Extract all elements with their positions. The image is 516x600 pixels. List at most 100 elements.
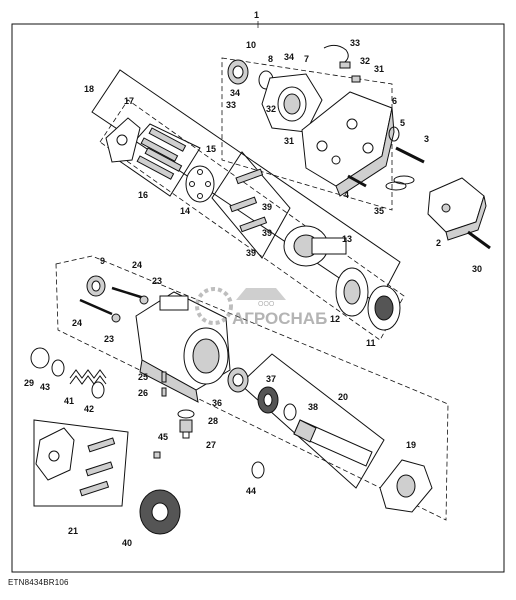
callout-23a: 23 xyxy=(152,276,162,286)
watermark-prefix: ООО xyxy=(258,301,275,308)
callout-18: 18 xyxy=(84,84,94,94)
diagram-code: ETN8434BR106 xyxy=(8,578,69,587)
part-links-39 xyxy=(229,168,268,233)
callout-16: 16 xyxy=(138,190,148,200)
part-spring-41 xyxy=(69,369,107,385)
callout-32a: 32 xyxy=(360,56,370,66)
callout-34a: 34 xyxy=(284,52,294,62)
part-plate-12 xyxy=(335,267,369,317)
callout-32b: 32 xyxy=(266,104,276,114)
part-nut-23a xyxy=(139,295,149,305)
part-pistons-16 xyxy=(136,127,187,180)
callout-11: 11 xyxy=(366,338,376,348)
callout-33a: 33 xyxy=(350,38,360,48)
part-pin-45 xyxy=(153,451,161,459)
callout-10: 10 xyxy=(246,40,256,50)
callout-37: 37 xyxy=(266,374,276,384)
part-cover-19 xyxy=(379,459,433,513)
callout-24b: 24 xyxy=(72,318,82,328)
callout-20: 20 xyxy=(338,392,348,402)
part-bolt-3 xyxy=(395,146,425,164)
part-plate-15 xyxy=(185,165,215,203)
callout-26: 26 xyxy=(138,388,148,398)
part-bearing-36 xyxy=(227,367,249,393)
dash-group-lower xyxy=(55,255,449,521)
part-plate-11 xyxy=(367,285,401,331)
part-nut-23b xyxy=(111,313,121,323)
group-21-box xyxy=(33,419,129,507)
callout-40: 40 xyxy=(122,538,132,548)
dash-group-top xyxy=(221,57,393,211)
callout-15: 15 xyxy=(206,144,216,154)
part-seal-28 xyxy=(177,409,195,419)
callout-2: 2 xyxy=(436,238,441,248)
callout-30: 30 xyxy=(472,264,482,274)
part-bearing-10 xyxy=(227,59,249,85)
part-bolt-30 xyxy=(467,230,491,250)
watermark-logo: ООО АГРОСНАБ xyxy=(195,287,327,328)
part-bolt-24b xyxy=(79,298,113,316)
callout-31b: 31 xyxy=(284,136,294,146)
group-18-inner xyxy=(99,99,405,341)
part-oring-5 xyxy=(388,126,400,142)
part-cover-7 xyxy=(261,73,323,133)
group-14-box xyxy=(211,151,291,259)
callout-23b: 23 xyxy=(104,334,114,344)
callout-24a: 24 xyxy=(132,260,142,270)
part-seals-35 xyxy=(385,175,415,191)
callout-39a: 39 xyxy=(262,202,272,212)
callout-35: 35 xyxy=(374,206,384,216)
callout-21: 21 xyxy=(68,526,78,536)
group-16-box xyxy=(117,123,201,197)
callout-7: 7 xyxy=(304,54,309,64)
part-washer-29 xyxy=(30,347,50,369)
callout-6: 6 xyxy=(392,96,397,106)
part-rotor-13 xyxy=(283,225,347,267)
callout-14: 14 xyxy=(180,206,190,216)
callout-3: 3 xyxy=(424,134,429,144)
callout-9: 9 xyxy=(100,256,105,266)
callout-12: 12 xyxy=(330,314,340,324)
callout-27: 27 xyxy=(206,440,216,450)
part-housing-6 xyxy=(301,91,395,197)
callout-41: 41 xyxy=(64,396,74,406)
part-ring-42 xyxy=(91,381,105,399)
callout-45: 45 xyxy=(158,432,168,442)
callout-29: 29 xyxy=(24,378,34,388)
callout-17: 17 xyxy=(124,96,134,106)
part-bolt-4 xyxy=(347,174,367,188)
callout-33b: 33 xyxy=(226,100,236,110)
part-bolt-24a xyxy=(111,286,145,300)
callout-19: 19 xyxy=(406,440,416,450)
part-pin-26 xyxy=(161,387,167,397)
callout-5: 5 xyxy=(400,118,405,128)
part-main-housing-22 xyxy=(135,291,231,403)
part-fitting-32 xyxy=(339,61,361,83)
callout-31a: 31 xyxy=(374,64,384,74)
group-18-frame xyxy=(91,69,401,305)
part-pin-25 xyxy=(161,371,167,383)
watermark-name: АГРОСНАБ xyxy=(232,309,327,328)
part-gear-37 xyxy=(257,386,279,414)
callout-43: 43 xyxy=(40,382,50,392)
part-shaft-20 xyxy=(293,419,373,467)
callout-8: 8 xyxy=(268,54,273,64)
callout-25: 25 xyxy=(138,372,148,382)
part-bearing-9 xyxy=(86,275,106,297)
callout-1: 1 xyxy=(254,10,259,20)
part-ring-44 xyxy=(251,461,265,479)
part-disc-40 xyxy=(139,489,181,535)
callout-36: 36 xyxy=(212,398,222,408)
callout-39c: 39 xyxy=(246,248,256,258)
callout-44: 44 xyxy=(246,486,256,496)
callout-28: 28 xyxy=(208,416,218,426)
part-plate-17 xyxy=(105,117,141,163)
callout-4: 4 xyxy=(344,190,349,200)
callout-38: 38 xyxy=(308,402,318,412)
part-plate-21 xyxy=(35,427,116,497)
part-snapring-38 xyxy=(283,403,297,421)
part-clamp-33 xyxy=(323,44,349,65)
part-ring-43 xyxy=(51,359,65,377)
part-valve-block-2 xyxy=(427,177,487,241)
group-20-box xyxy=(239,353,385,489)
